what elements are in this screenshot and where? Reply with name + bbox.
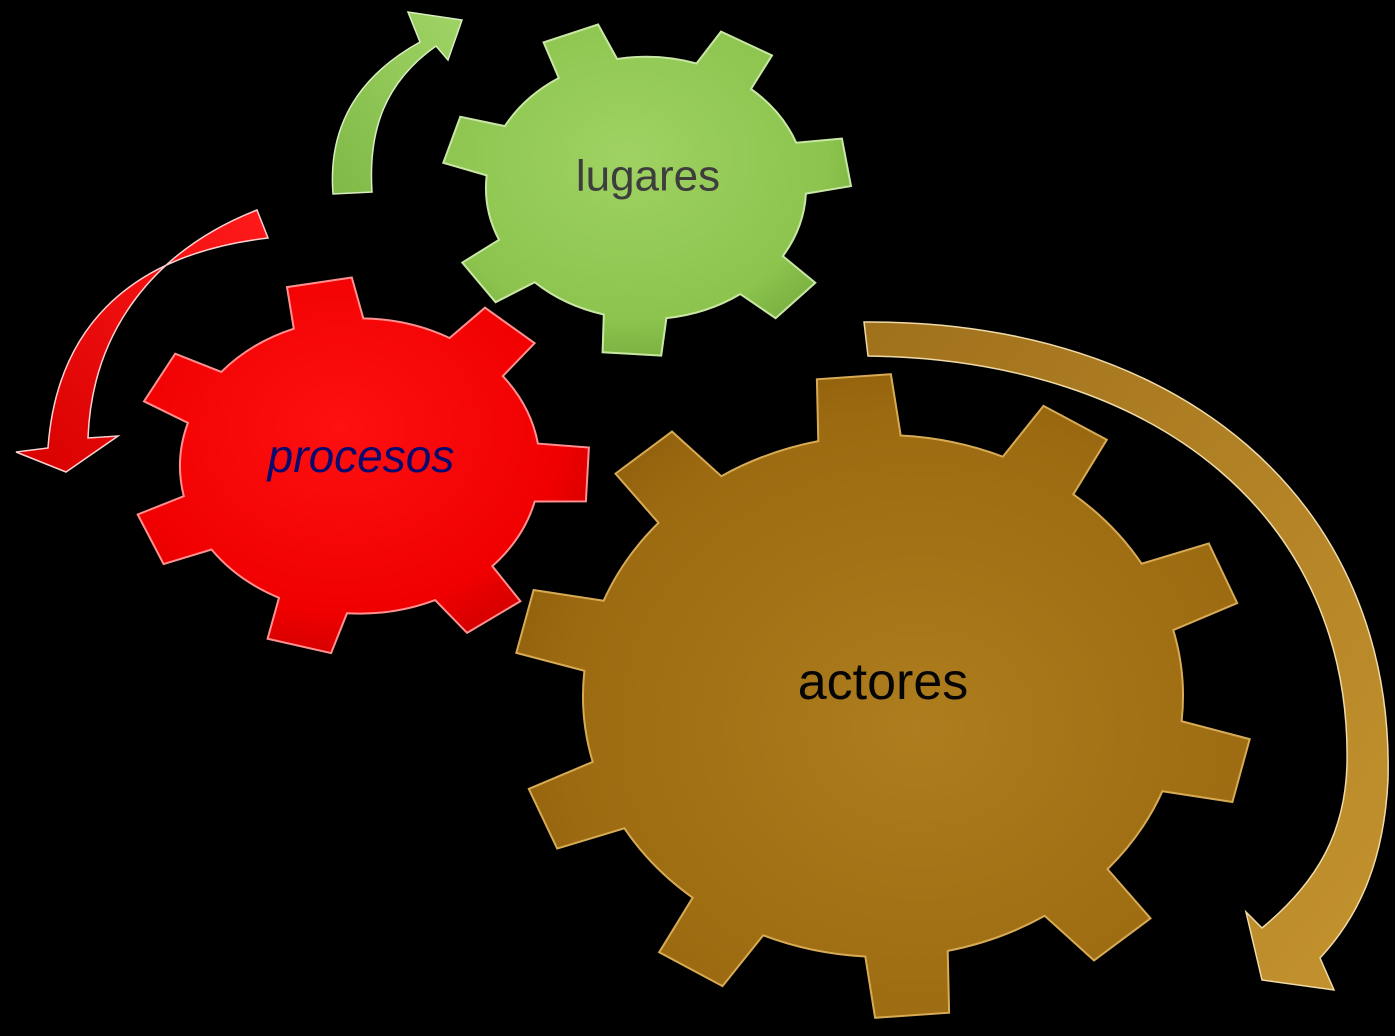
gear-procesos: procesos xyxy=(136,276,590,655)
gear-procesos-label: procesos xyxy=(266,430,455,482)
gear-procesos-shape xyxy=(136,276,590,655)
gear-actores: actores xyxy=(515,373,1251,1019)
gold-cycle-arrow-icon xyxy=(863,321,1389,991)
gear-lugares: lugares xyxy=(441,23,853,357)
green-cycle-arrow-icon xyxy=(331,11,464,195)
gear-actores-label: actores xyxy=(798,653,969,711)
gear-lugares-shape xyxy=(441,23,853,357)
gear-actores-shape xyxy=(515,373,1251,1019)
red-cycle-arrow-icon xyxy=(15,209,270,473)
gear-lugares-label: lugares xyxy=(576,152,720,201)
